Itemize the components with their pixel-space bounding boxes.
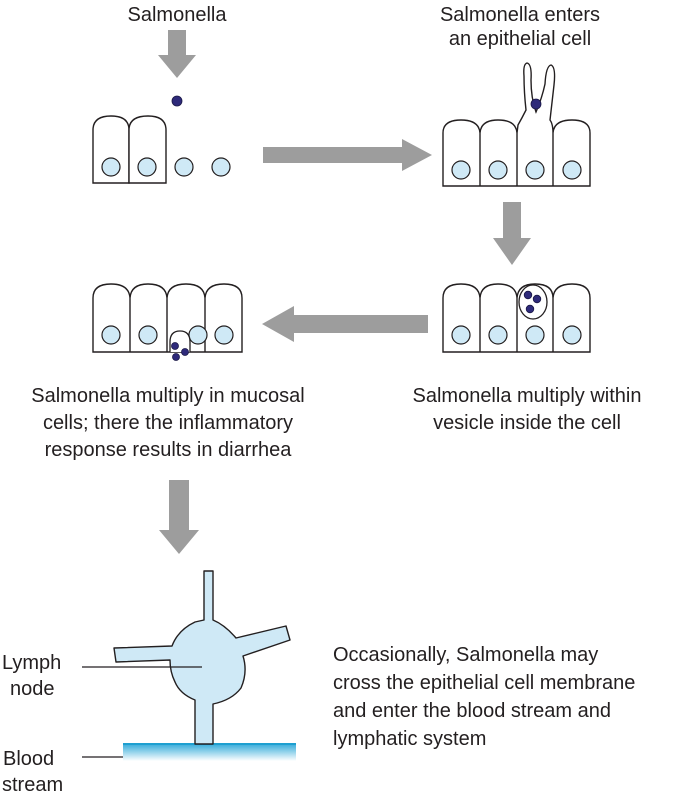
nucleus [451, 325, 471, 345]
arrow-left-stage3-to-stage4 [262, 306, 428, 342]
arrow-right-stage1-to-stage2 [263, 139, 432, 171]
label-mucosal-line3: response results in diarrhea [45, 439, 293, 461]
nucleus [488, 325, 508, 345]
label-vesicle-line1: Salmonella multiply within [413, 385, 642, 407]
blood-stream-band [123, 743, 296, 761]
salmonella-bacterium [530, 98, 542, 110]
label-enters-line1: Salmonella enters [440, 4, 600, 26]
label-enters-line2: an epithelial cell [449, 28, 591, 50]
nucleus [137, 157, 157, 177]
lymph-system [82, 570, 296, 761]
salmonella-bacterium [171, 342, 179, 350]
lymph-node [113, 570, 291, 745]
label-node: node [10, 678, 55, 700]
label-vesicle-line2: vesicle inside the cell [433, 412, 621, 434]
label-stream: stream [2, 774, 63, 796]
arrow-down-to-lymph [159, 480, 199, 554]
epithelium-stage3 [442, 283, 591, 353]
nucleus [188, 325, 208, 345]
vesicle [518, 284, 548, 320]
label-salmonella: Salmonella [128, 4, 228, 26]
nucleus [525, 160, 545, 180]
salmonella-bacterium [171, 95, 183, 107]
nucleus [138, 325, 158, 345]
nucleus [562, 160, 582, 180]
nucleus [211, 157, 231, 177]
nucleus [451, 160, 471, 180]
nucleus [214, 325, 234, 345]
salmonella-bacterium [523, 290, 533, 300]
salmonella-bacterium [532, 294, 542, 304]
epithelium-stage1 [92, 95, 231, 184]
salmonella-bacterium [181, 348, 189, 356]
salmonella-bacterium [172, 353, 180, 361]
label-occasionally-line4: lymphatic system [333, 728, 486, 750]
nucleus [101, 157, 121, 177]
arrow-down-stage2-to-stage3 [493, 202, 531, 265]
label-lymph: Lymph [2, 652, 61, 674]
epithelium-stage4 [92, 283, 243, 361]
nucleus [488, 160, 508, 180]
epithelium-stage2 [442, 62, 591, 187]
nucleus [174, 157, 194, 177]
nucleus [562, 325, 582, 345]
nucleus [525, 325, 545, 345]
label-occasionally-line2: cross the epithelial cell membrane [333, 672, 635, 694]
label-occasionally-line1: Occasionally, Salmonella may [333, 644, 598, 666]
arrow-down-salmonella [158, 30, 196, 78]
label-mucosal-line2: cells; there the inflammatory [43, 412, 293, 434]
label-occasionally-line3: and enter the blood stream and [333, 700, 611, 722]
salmonella-bacterium [525, 304, 535, 314]
label-blood: Blood [3, 748, 54, 770]
label-mucosal-line1: Salmonella multiply in mucosal [31, 385, 304, 407]
nucleus [101, 325, 121, 345]
